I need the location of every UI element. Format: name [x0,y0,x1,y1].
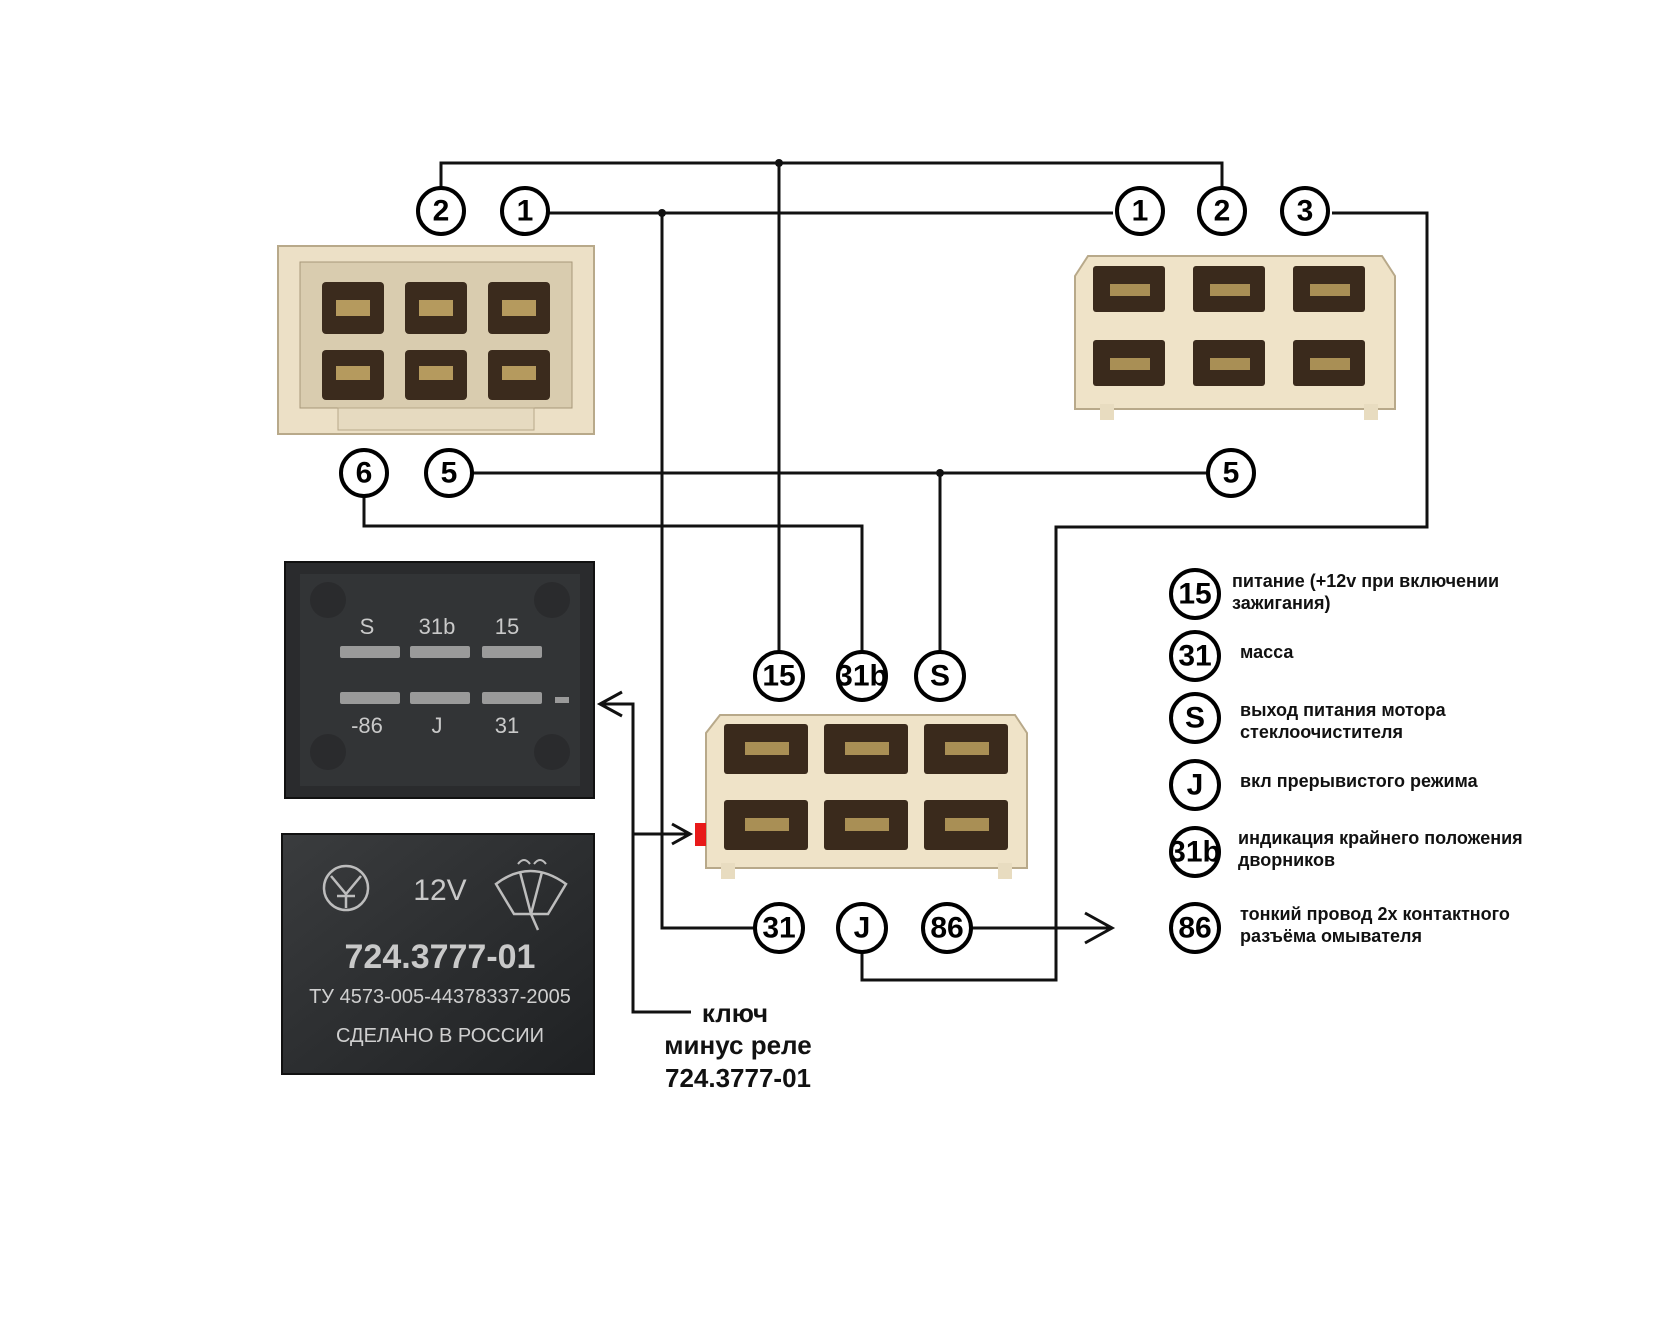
wire-6-31b [362,497,864,651]
relay-connector [695,714,1028,879]
legend-pin: 15 [1178,578,1211,611]
wire-3-j [860,211,1429,982]
key-marker [695,823,706,846]
pin-circle [1169,630,1221,682]
legend: 15 питание (+12v при включении зажигания… [1169,568,1523,954]
legend-pin: 31 [1178,640,1211,673]
pin-circle [1169,902,1221,954]
junction-dot [775,159,783,167]
legend-text: индикация крайнего положения [1238,828,1523,848]
pin-circle [753,650,805,702]
relay-pin-face: S 31b 15 -86 J 31 [284,561,595,799]
legend-item-s: S выход питания мотора стеклоочистителя [1169,692,1447,744]
legend-item-31: 31 масса [1169,630,1294,682]
relay-pin-15-label: 15 [495,614,519,639]
pin-circle [1169,759,1221,811]
legend-item-j: J вкл прерывистого режима [1169,759,1479,811]
relay-origin: СДЕЛАНО В РОССИИ [336,1025,544,1047]
connector-top-left [277,245,595,435]
key-caption-line3: 724.3777-01 [665,1063,811,1093]
wire-key [600,702,691,1014]
legend-pin: 31b [1169,836,1221,869]
pin-31-relay: 31 [762,912,795,945]
legend-pin: S [1185,702,1205,735]
connector-top-right [1074,255,1396,420]
wires [362,159,1429,1014]
legend-item-31b: 31b индикация крайнего положения дворник… [1169,826,1523,878]
legend-text: тонкий провод 2х контактного [1240,904,1510,924]
wire-31-ground [660,213,754,930]
relay-spec: ТУ 4573-005-44378337-2005 [309,986,571,1008]
pin-5-left: 5 [441,457,458,490]
pin-1-left: 1 [517,195,534,228]
legend-pin: J [1187,769,1204,802]
arrow-key-connector [671,822,694,846]
pin-circle [1169,568,1221,620]
legend-item-15: 15 питание (+12v при включении зажигания… [1169,568,1499,620]
legend-text: дворников [1238,850,1335,870]
pin-circle [1169,692,1221,744]
legend-text: зажигания) [1232,593,1331,613]
key-caption-line1: ключ [702,998,768,1028]
key-caption: ключ минус реле 724.3777-01 [664,998,811,1093]
legend-text: выход питания мотора [1240,700,1447,720]
legend-item-86: 86 тонкий провод 2х контактного разъёма … [1169,902,1510,954]
pin-6-left: 6 [356,457,373,490]
relay-pin-31-label: 31 [495,713,519,738]
wire-2-bus [439,161,1224,188]
pin-1-right: 1 [1132,195,1149,228]
pin-labels: 2 1 6 5 1 2 3 5 15 31b S 31 J 86 [339,186,1330,954]
pin-3-right: 3 [1297,195,1314,228]
pin-circle [1169,826,1221,878]
relay-pin-86-label: -86 [351,713,383,738]
pin-circle [921,902,973,954]
pin-j-relay: J [854,912,871,945]
pin-circle [339,448,389,498]
relay-pin-31b-label: 31b [419,614,456,639]
pin-circle [1280,186,1330,236]
legend-text: питание (+12v при включении [1232,571,1499,591]
relay-pin-j-label: J [432,713,443,738]
pin-circle [500,186,550,236]
pin-circle [914,650,966,702]
pin-circle [1115,186,1165,236]
legend-pin: 86 [1178,912,1211,945]
pin-circle [836,902,888,954]
pin-5-right: 5 [1223,457,1240,490]
legend-text: вкл прерывистого режима [1240,771,1479,791]
legend-text: стеклоочистителя [1240,722,1403,742]
junction-dot [936,469,944,477]
relay-voltage: 12V [413,874,466,907]
pin-2-left: 2 [433,195,450,228]
relay-pin-s-label: S [360,614,375,639]
relay-body: 12V 724.3777-01 ТУ 4573-005-44378337-200… [281,833,595,1075]
junction-dot [658,209,666,217]
legend-text: разъёма омывателя [1240,926,1422,946]
arrow-key-relay [596,690,623,718]
pin-circle [1197,186,1247,236]
pin-circle [836,650,888,702]
pin-circle [416,186,466,236]
relay-model: 724.3777-01 [345,938,536,976]
pin-circle [753,902,805,954]
wiper-icon [494,859,568,931]
pin-15-relay: 15 [762,660,795,693]
legend-text: масса [1240,642,1294,662]
pin-circle [424,448,474,498]
key-caption-line2: минус реле [664,1030,811,1060]
pin-2-right: 2 [1214,195,1231,228]
pin-circle [1206,448,1256,498]
pin-31b-relay: 31b [836,660,888,693]
pin-s-relay: S [930,660,950,693]
manufacturer-logo-icon [322,864,370,912]
arrow-86 [1084,911,1116,945]
pin-86-relay: 86 [930,912,963,945]
